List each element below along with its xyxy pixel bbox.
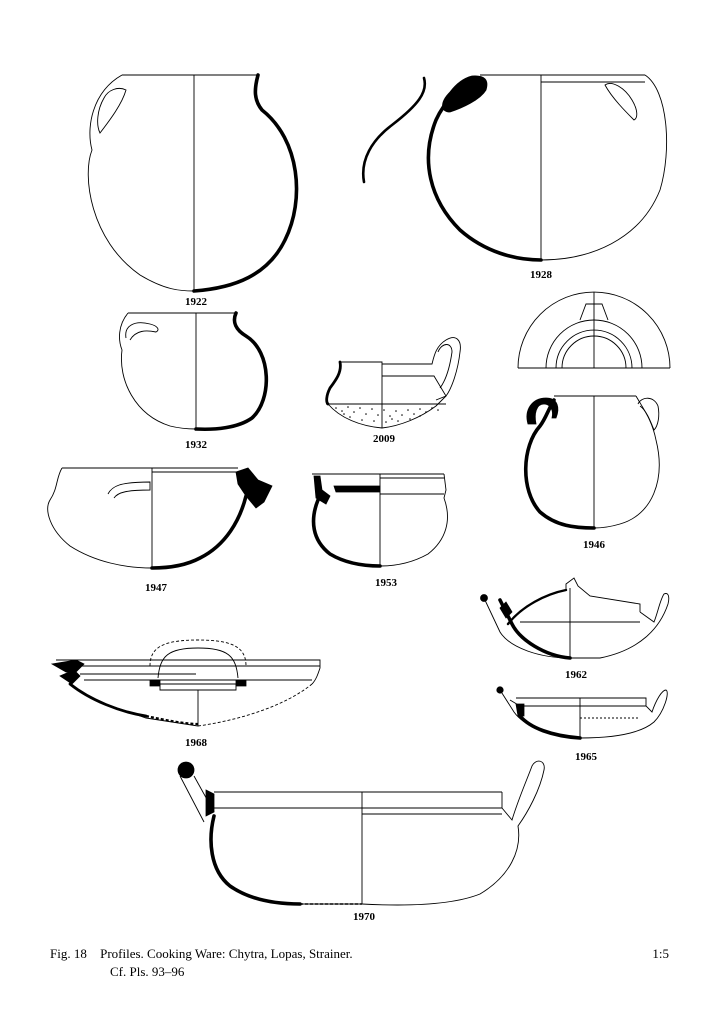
vessel-1946: 1946 (517, 291, 671, 551)
figure-title: Profiles. Cooking Ware: Chytra, Lopas, S… (100, 946, 353, 961)
vessel-1932: 1932 (119, 311, 269, 451)
vessel-number: 1932 (185, 439, 208, 451)
vessel-1965: 1965 (496, 686, 668, 763)
vessel-number: 1946 (583, 539, 606, 551)
vessel-number: 2009 (373, 433, 396, 445)
vessel-1970: 1970 (177, 760, 545, 923)
vessel-number: 1968 (185, 737, 208, 749)
vessel-number: 1962 (565, 669, 588, 681)
vessel-number: 1947 (145, 582, 168, 594)
vessel-1968: 1968 (50, 639, 321, 749)
vessel-1962: 1962 (480, 577, 670, 681)
vessel-1922: 1922 (87, 73, 299, 308)
vessel-2009: 2009 (325, 337, 461, 445)
figure-reference: Cf. Pls. 93–96 (110, 964, 185, 979)
figure-caption: Fig. 18 Profiles. Cooking Ware: Chytra, … (50, 945, 353, 981)
vessel-number: 1928 (530, 269, 553, 281)
strainer-perforations (335, 406, 439, 423)
vessel-1928: 1928 (361, 74, 668, 281)
vessel-number: 1922 (185, 296, 208, 308)
vessel-number: 1970 (353, 911, 376, 923)
vessel-number: 1953 (375, 577, 398, 589)
figure-scale: 1:5 (652, 946, 669, 961)
figure-label: Fig. 18 (50, 946, 87, 961)
vessel-1947: 1947 (47, 467, 273, 594)
vessel-number: 1965 (575, 751, 598, 763)
vessel-1953: 1953 (311, 473, 448, 589)
